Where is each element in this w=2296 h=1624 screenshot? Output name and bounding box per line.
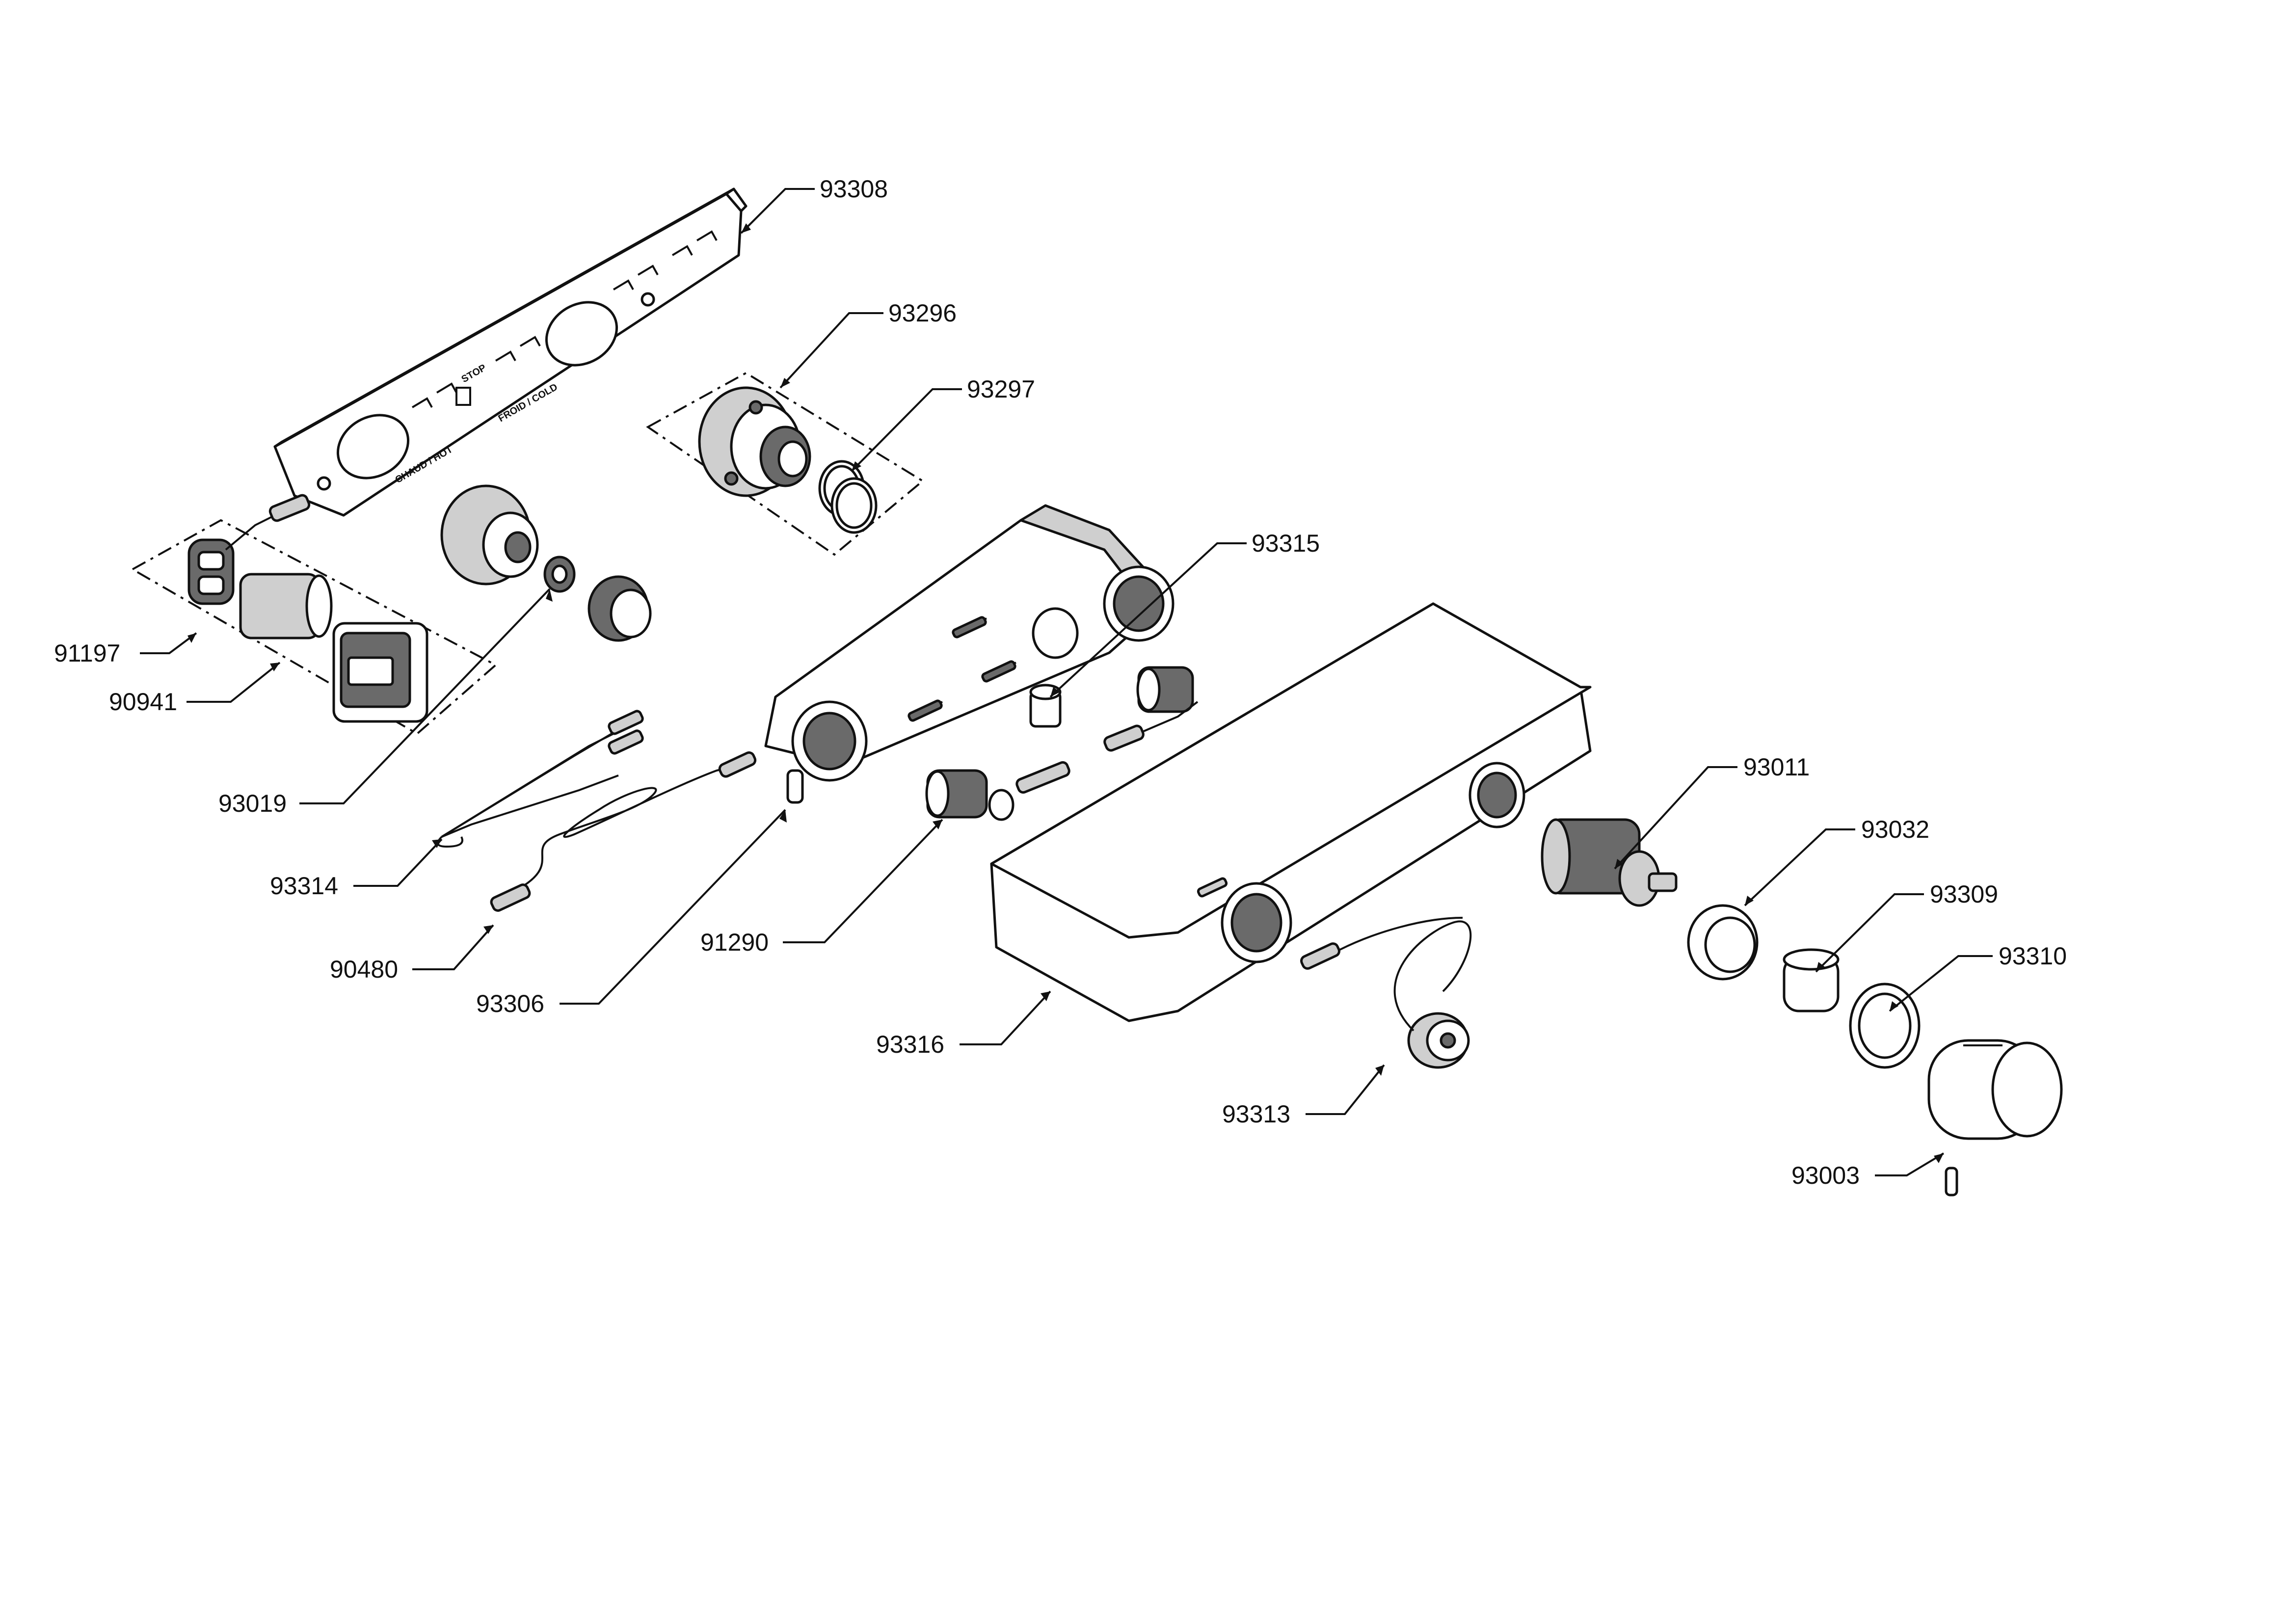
valve-body-drawing (764, 504, 1175, 782)
thermostatic-cartridge-drawing (1541, 818, 1678, 907)
cartridge-group-outline (646, 372, 925, 556)
label-93314: 93314 (270, 872, 338, 900)
trim-plate-drawing: CHAUD / HOT FROID / COLD STOP (273, 187, 748, 517)
label-93310: 93310 (1999, 942, 2067, 970)
valve-cartridge-kit-drawing (698, 386, 811, 497)
handle-drawing (1927, 1039, 2063, 1197)
battery-group-outline (130, 519, 498, 735)
screw-drawing (908, 616, 1016, 722)
label-93313: 93313 (1222, 1100, 1290, 1128)
label-91290: 91290 (700, 929, 769, 956)
battery-drawing (239, 573, 333, 639)
push-button-drawing (1300, 917, 1472, 1069)
part-labels: 93308 93296 93297 93315 91197 90941 9301… (54, 175, 2067, 1189)
solenoid-valve-right-drawing (1103, 666, 1199, 752)
label-93308: 93308 (820, 175, 888, 203)
battery-holder-drawing (187, 505, 295, 605)
solenoid-valve-drawing (925, 761, 1070, 821)
label-93315: 93315 (1252, 530, 1320, 557)
label-91197: 91197 (54, 639, 120, 667)
label-93309: 93309 (1930, 880, 1998, 908)
cable-harness-drawing (437, 710, 644, 848)
pin-drawing (786, 769, 804, 804)
label-93296: 93296 (888, 299, 957, 327)
label-93306: 93306 (476, 990, 544, 1017)
label-93003: 93003 (1791, 1162, 1860, 1189)
flange-drawing (440, 484, 539, 586)
extension-cable-drawing (490, 751, 757, 912)
o-ring-pair-drawing (818, 460, 878, 534)
battery-box-drawing (332, 622, 428, 723)
label-93297: 93297 (967, 375, 1035, 403)
retaining-nut-drawing (1687, 904, 1759, 981)
label-93316: 93316 (876, 1031, 944, 1058)
battery-lead-drawing (268, 494, 311, 522)
ring-drawing (1849, 983, 1921, 1069)
leader-lines (140, 188, 1993, 1176)
housing-cover-drawing (990, 602, 1592, 1022)
label-93019: 93019 (218, 790, 287, 817)
threaded-insert-drawing (587, 575, 652, 642)
leader-arrowheads (187, 223, 1944, 1163)
label-90480: 90480 (330, 956, 398, 983)
label-90941: 90941 (109, 688, 177, 716)
label-93011: 93011 (1743, 753, 1810, 781)
insert-sleeve-drawing (1029, 684, 1062, 728)
sleeve-drawing (1783, 948, 1840, 1012)
label-93032: 93032 (1861, 816, 1929, 843)
check-valve-drawing (543, 556, 576, 593)
